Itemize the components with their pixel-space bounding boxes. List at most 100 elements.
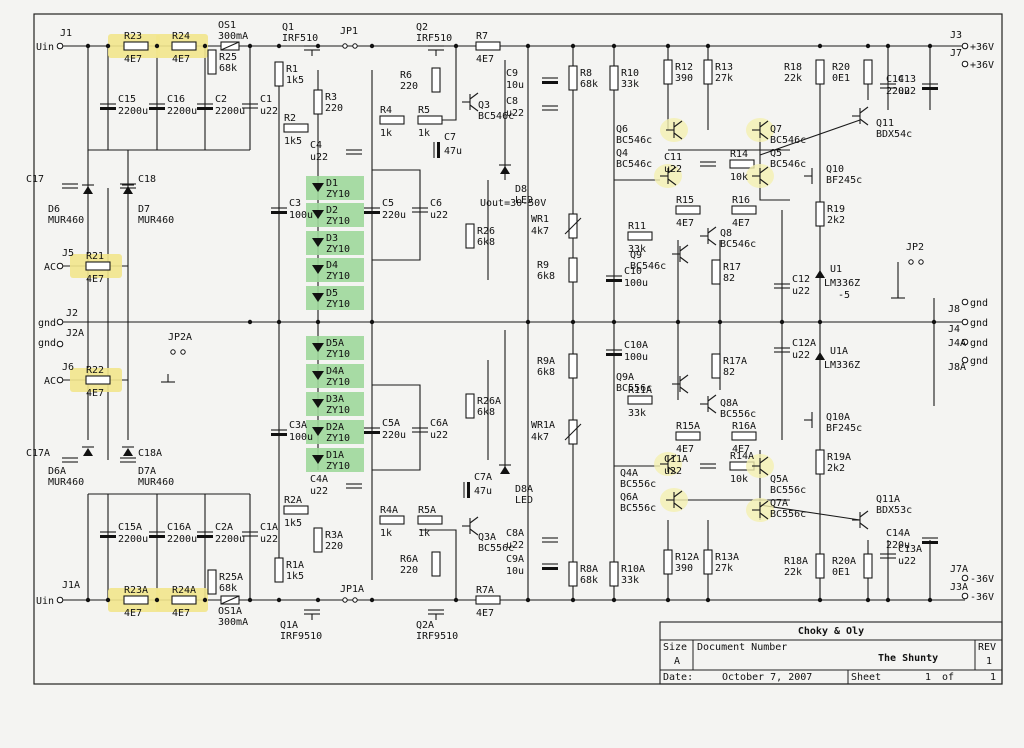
q2a-ref: Q2A	[416, 620, 434, 631]
ground-symbol	[160, 373, 176, 383]
d6a-ref: D6A	[48, 466, 66, 477]
r1-ref: R1	[286, 64, 298, 75]
junction-dot	[717, 319, 723, 325]
q5-transistor	[752, 166, 769, 186]
junction-dot	[247, 319, 253, 325]
q1a-value: IRF9510	[280, 631, 322, 642]
r16-resistor	[731, 205, 757, 215]
wr1-value: 4k7	[531, 226, 549, 237]
r5a-ref: R5A	[418, 505, 436, 516]
q2a-value: IRF9510	[416, 631, 458, 642]
r25a-ref: R25A	[219, 572, 243, 583]
r23-ref: R23	[124, 31, 142, 42]
r17a-value: 82	[723, 367, 735, 378]
j3a-connector	[961, 592, 969, 600]
date-label: Date:	[663, 672, 693, 683]
r16a-ref: R16A	[732, 421, 756, 432]
u1-ref: U1	[830, 264, 842, 275]
r12a-resistor	[663, 549, 673, 575]
q2-value: IRF510	[416, 33, 452, 44]
c2a-value: 2200u	[215, 534, 245, 545]
c9a-ref: C9A	[506, 554, 524, 565]
junction-dot	[865, 597, 871, 603]
junction-dot	[931, 319, 937, 325]
j8-ref: J8	[948, 304, 960, 315]
os1a-value: 300mA	[218, 617, 248, 628]
j8a-net: gnd	[970, 356, 988, 367]
r15-value: 4E7	[676, 218, 694, 229]
r23-value: 4E7	[124, 54, 142, 65]
c18a-ref: C18A	[138, 448, 162, 459]
c13a-ref: C13A	[898, 544, 922, 555]
c12a-value: u22	[792, 350, 810, 361]
d5-value: ZY10	[326, 299, 350, 310]
junction-dot	[705, 597, 711, 603]
r23-resistor	[123, 41, 149, 51]
c9-value: 10u	[506, 80, 524, 91]
r21-ref: R21	[86, 251, 104, 262]
r7a-value: 4E7	[476, 608, 494, 619]
r6-value: 220	[400, 81, 418, 92]
jp1-jumper	[342, 43, 348, 49]
c4-value: u22	[310, 152, 328, 163]
r19-ref: R19	[827, 204, 845, 215]
c5-capacitor	[364, 207, 380, 214]
r21-resistor	[85, 261, 111, 271]
r11a-ref: R11A	[628, 385, 652, 396]
junction-dot	[611, 43, 617, 49]
q11a-ref: Q11A	[876, 494, 900, 505]
q4a-transistor	[660, 454, 677, 474]
c3-value: 100u	[289, 210, 313, 221]
junction-dot	[570, 319, 576, 325]
r19-resistor	[815, 201, 825, 227]
c5-value: 220u	[382, 210, 406, 221]
r3-ref: R3	[325, 92, 337, 103]
c3-ref: C3	[289, 198, 301, 209]
r23a-ref: R23A	[124, 585, 148, 596]
r2-ref: R2	[284, 113, 296, 124]
q7a-ref: Q7A	[770, 498, 788, 509]
q3a-value: BC556c	[478, 543, 514, 554]
r7-resistor	[475, 41, 501, 51]
c8a-ref: C8A	[506, 528, 524, 539]
c10-ref: C10	[624, 266, 642, 277]
r5-ref: R5	[418, 105, 430, 116]
sheet-number: 1	[925, 672, 931, 683]
r4-ref: R4	[380, 105, 392, 116]
j4-net: gnd	[970, 318, 988, 329]
r7-ref: R7	[476, 31, 488, 42]
d5-ref: D5	[326, 288, 338, 299]
d4a-value: ZY10	[326, 377, 350, 388]
c13a-value: u22	[898, 556, 916, 567]
q4a-ref: Q4A	[620, 468, 638, 479]
c14-value: 220u	[886, 86, 910, 97]
c6-capacitor	[412, 207, 428, 213]
wr1a-value: 4k7	[531, 432, 549, 443]
r10-ref: R10	[621, 68, 639, 79]
r6-resistor	[431, 67, 441, 93]
junction-dot	[315, 597, 321, 603]
r20a-ref: R20A	[832, 556, 856, 567]
q9a-transistor	[672, 374, 689, 394]
j7-connector	[961, 60, 969, 68]
q2-ref: Q2	[416, 22, 428, 33]
junction-dot	[85, 43, 91, 49]
j7a-net: -36V	[970, 574, 994, 585]
c6-value: u22	[430, 210, 448, 221]
j7a-connector	[961, 574, 969, 582]
r11-ref: R11	[628, 221, 646, 232]
r7a-ref: R7A	[476, 585, 494, 596]
c13a-capacitor	[880, 553, 896, 559]
r24-ref: R24	[172, 31, 190, 42]
c7a-value: 47u	[474, 486, 492, 497]
q6a-value: BC556c	[620, 503, 656, 514]
junction-dot	[315, 43, 321, 49]
c12-value: u22	[792, 286, 810, 297]
r17a-resistor	[711, 353, 721, 379]
j4a-ref: J4A	[948, 338, 966, 349]
j4-connector	[961, 318, 969, 326]
os1a-ref: OS1A	[218, 606, 242, 617]
r26-value: 6k8	[477, 237, 495, 248]
c11a-ref: C11A	[664, 454, 688, 465]
j8-connector	[961, 298, 969, 306]
